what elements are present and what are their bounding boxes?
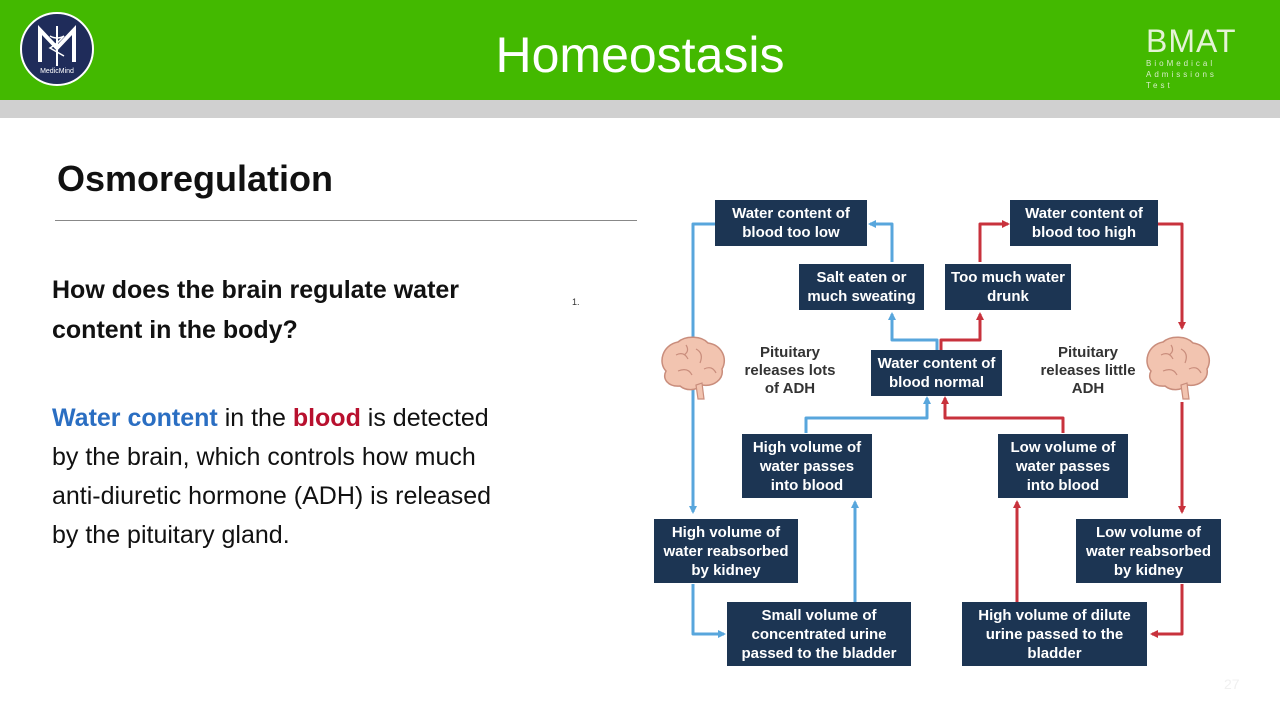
bmat-logo-main: BMAT [1146,23,1237,59]
caduceus-icon [38,24,76,66]
label-lots-adh: Pituitary releases lots of ADH [744,344,836,397]
question-text: How does the brain regulate water conten… [52,276,460,344]
arrow-water-to-too-high [978,220,1010,262]
slide-number: 27 [1224,676,1240,692]
box-small-urine: Small volume of concentrated urine passe… [727,602,911,666]
box-low-into-blood: Low volume of water passes into blood [998,434,1128,498]
box-too-low: Water content of blood too low [715,200,867,246]
footnote-marker: 1. [572,297,580,307]
arrow-salt-to-too-low [868,220,894,262]
label-little-adh: Pituitary releases little ADH [1040,344,1136,397]
box-too-high: Water content of blood too high [1010,200,1158,246]
box-salt-sweating: Salt eaten or much sweating [799,264,924,310]
bmat-logo: BMAT BioMedical Admissions Test [1146,24,1246,91]
explanation-paragraph: Water content in the blood is detected b… [52,399,522,555]
page-title: Homeostasis [495,27,785,83]
box-high-into-blood: High volume of water passes into blood [742,434,872,498]
para-text-1: in the [217,404,293,432]
arrow-normal-to-salt [888,312,939,350]
box-normal: Water content of blood normal [871,350,1002,396]
box-low-reabsorbed: Low volume of water reabsorbed by kidney [1076,519,1221,583]
brain-icon-left [661,336,726,400]
bmat-logo-sub1: BioMedical [1146,59,1216,68]
section-title: Osmoregulation [57,158,334,199]
arrow-reabsorbed-to-high-urine [1150,584,1184,638]
water-content-term: Water content [52,404,218,432]
arrow-too-low-to-reabsorbed [689,222,715,514]
header-bar: MedicMind Homeostasis BMAT BioMedical Ad… [0,0,1280,100]
header-divider [0,100,1280,118]
medicmind-logo: MedicMind [20,12,94,86]
arrow-normal-to-too-much-water [939,312,984,350]
box-high-reabsorbed: High volume of water reabsorbed by kidne… [654,519,798,583]
logo-text: MedicMind [40,68,74,75]
arrow-low-blood-to-normal [941,396,1065,433]
box-too-much-water: Too much water drunk [945,264,1071,310]
brain-icon-right [1146,336,1211,400]
arrow-high-blood-to-normal [804,396,931,433]
bmat-logo-sub2: Admissions Test [1146,70,1217,90]
para-text-2: is detected by the brain, which controls… [52,404,492,549]
box-high-urine: High volume of dilute urine passed to th… [962,602,1147,666]
arrow-reabsorbed-to-small-urine [691,584,726,638]
blood-term: blood [292,404,361,432]
arrow-too-high-to-reabsorbed [1158,222,1186,330]
title-underline [55,220,637,221]
